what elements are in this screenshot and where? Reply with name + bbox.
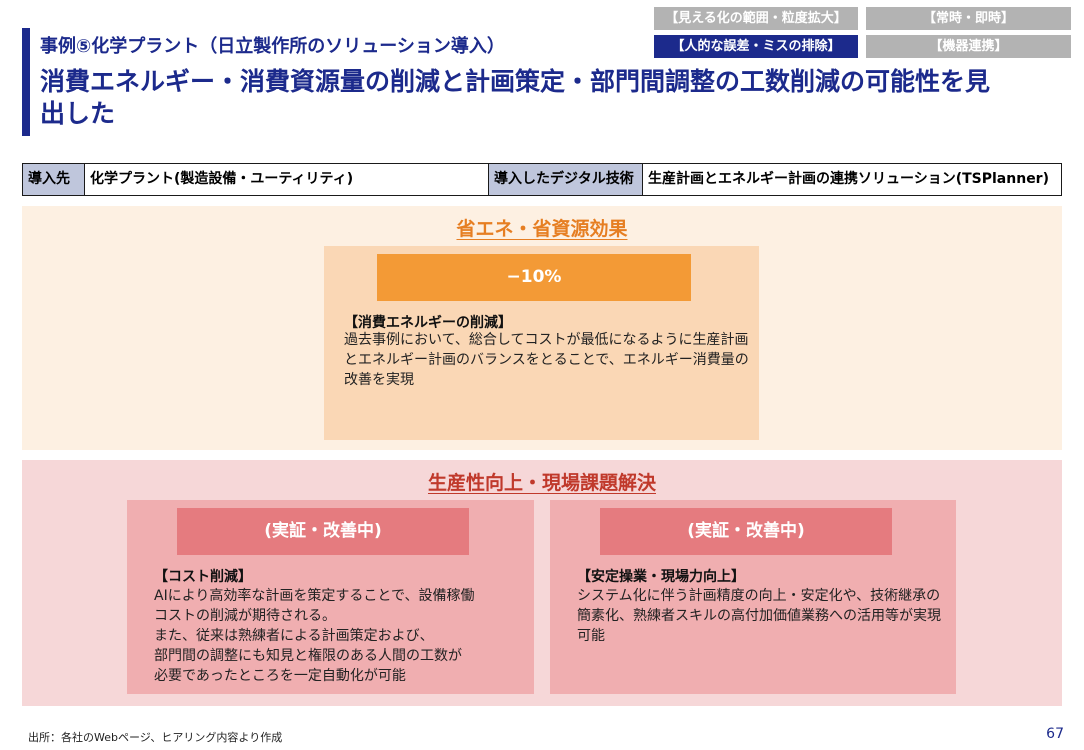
- info-label-technology: 導入したデジタル技術: [489, 164, 643, 195]
- page-number: 67: [1046, 726, 1064, 742]
- title-accent-bar: [22, 28, 30, 136]
- tag-realtime: 【常時・即時】: [866, 7, 1071, 30]
- cost-status-badge: (実証・改善中): [177, 508, 469, 555]
- stable-status-badge: (実証・改善中): [600, 508, 892, 555]
- cost-reduction-heading: 【コスト削減】: [154, 569, 252, 585]
- stable-operation-body: システム化に伴う計画精度の向上・安定化や、技術継承の簡素化、熟練者スキルの高付加…: [577, 588, 941, 644]
- info-table: 導入先 化学プラント(製造設備・ユーティリティ) 導入したデジタル技術 生産計画…: [22, 163, 1062, 196]
- info-value-destination: 化学プラント(製造設備・ユーティリティ): [85, 164, 489, 195]
- stable-operation-heading: 【安定操業・現場力向上】: [577, 569, 745, 585]
- energy-reduction-heading: 【消費エネルギーの削減】: [344, 315, 512, 331]
- productivity-section: 生産性向上・現場課題解決 (実証・改善中) 【コスト削減】 AIにより高効率な計…: [22, 460, 1062, 706]
- tag-human-error-elimination: 【人的な誤差・ミスの排除】: [654, 35, 858, 58]
- reduction-badge: −10%: [377, 254, 691, 301]
- stable-operation-card: (実証・改善中) 【安定操業・現場力向上】 システム化に伴う計画精度の向上・安定…: [550, 500, 956, 694]
- tag-device-integration: 【機器連携】: [866, 35, 1071, 58]
- energy-saving-section-title: 省エネ・省資源効果: [456, 218, 628, 240]
- case-subtitle: 事例⑤化学プラント（日立製作所のソリューション導入）: [40, 36, 505, 57]
- energy-saving-section: 省エネ・省資源効果 −10% 【消費エネルギーの削減】 過去事例において、総合し…: [22, 206, 1062, 450]
- cost-reduction-body: AIにより高効率な計画を策定することで、設備稼働 コストの削減が期待される。 ま…: [154, 588, 475, 684]
- cost-reduction-card: (実証・改善中) 【コスト削減】 AIにより高効率な計画を策定することで、設備稼…: [127, 500, 534, 694]
- tag-visualization-scope: 【見える化の範囲・粒度拡大】: [654, 7, 858, 30]
- info-value-technology: 生産計画とエネルギー計画の連携ソリューション(TSPlanner): [643, 164, 1061, 195]
- page-title: 消費エネルギー・消費資源量の削減と計画策定・部門間調整の工数削減の可能性を見出し…: [40, 67, 991, 128]
- info-label-destination: 導入先: [23, 164, 85, 195]
- productivity-section-title: 生産性向上・現場課題解決: [427, 472, 656, 494]
- energy-reduction-body: 過去事例において、総合してコストが最低になるように生産計画とエネルギー計画のバラ…: [344, 332, 749, 388]
- energy-reduction-card: −10% 【消費エネルギーの削減】 過去事例において、総合してコストが最低になる…: [324, 246, 759, 440]
- source-note: 出所：各社のWebページ、ヒアリング内容より作成: [28, 731, 283, 744]
